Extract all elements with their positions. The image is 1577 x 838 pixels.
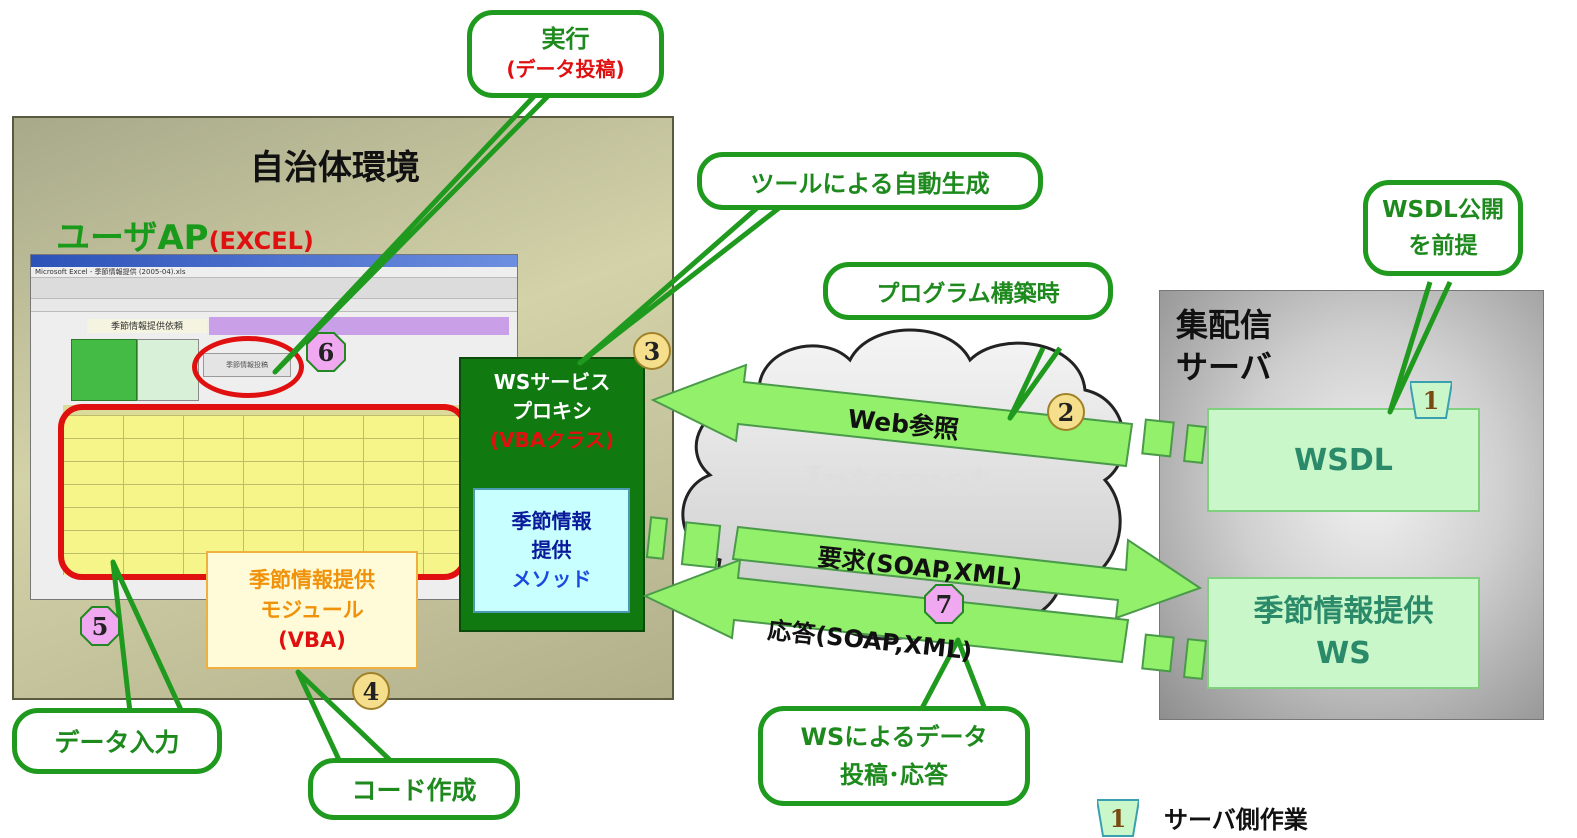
ws-post-line2: 投稿･応答	[840, 761, 948, 789]
legend-marker: 1	[1097, 798, 1139, 838]
wsdl-box: WSDL	[1207, 408, 1480, 512]
server-title-line1: 集配信	[1176, 306, 1273, 344]
program-build-callout: プログラム構築時	[823, 262, 1113, 320]
marker-3-text: 3	[643, 336, 661, 366]
wsdl-label: WSDL	[1294, 442, 1393, 478]
method-line3: メソッド	[511, 567, 592, 591]
ws-post-line1: WSによるデータ	[800, 723, 988, 751]
wsdl-pub-callout: WSDL公開 を前提	[1363, 180, 1523, 276]
marker-6: 6	[306, 332, 346, 372]
ws-box: 季節情報提供 WS	[1207, 577, 1480, 689]
execute-callout: 実行 (データ投稿)	[467, 10, 664, 98]
marker-4-text: 4	[362, 676, 380, 706]
wsdl-pub-line1: WSDL公開	[1382, 197, 1504, 223]
excel-toolbar-2	[31, 299, 517, 312]
ws-line1: 季節情報提供	[1253, 594, 1434, 629]
wsdl-pub-line2: を前提	[1408, 233, 1478, 259]
ws-post-callout: WSによるデータ 投稿･応答	[758, 706, 1030, 806]
execute-line2: (データ投稿)	[506, 57, 625, 81]
panel-title: 自治体環境	[250, 148, 420, 188]
marker-5-text: 5	[91, 611, 109, 641]
module-line1: 季節情報提供	[249, 568, 375, 592]
excel-purple-band	[209, 317, 509, 335]
excel-menu: Microsoft Excel - 季節情報提供 (2005-04).xls	[35, 268, 186, 276]
proxy-label: WSサービス プロキシ (VBAクラス)	[461, 368, 643, 455]
excel-sheet-title: 季節情報提供依頼	[87, 319, 207, 333]
excel-titlebar	[31, 255, 517, 267]
module-line2: モジュール	[260, 598, 364, 622]
marker-7: 7	[924, 584, 964, 624]
marker-1: 1	[1410, 380, 1452, 420]
marker-1-text: 1	[1422, 385, 1440, 415]
execute-line1: 実行	[541, 25, 590, 53]
response-arrow	[642, 558, 1130, 664]
proxy-line2: プロキシ	[512, 399, 592, 423]
program-build-text: プログラム構築時	[876, 281, 1060, 307]
marker-4: 4	[352, 672, 390, 710]
marker-7-text: 7	[935, 589, 953, 619]
marker-2-text: 2	[1057, 397, 1075, 427]
legend-label: サーバ側作業	[1164, 806, 1308, 834]
excel-screenshot: Microsoft Excel - 季節情報提供 (2005-04).xls 季…	[30, 254, 518, 600]
data-input-callout: データ入力	[12, 708, 222, 774]
proxy-line1: WSサービス	[493, 370, 611, 394]
module-line3: (VBA)	[278, 628, 346, 652]
user-ap-label: ユーザAP(EXCEL)	[56, 210, 314, 259]
method-line1: 季節情報	[511, 509, 592, 533]
excel-green-block	[71, 339, 137, 401]
tool-gen-callout: ツールによる自動生成	[697, 152, 1043, 210]
execute-button-highlight	[192, 336, 304, 398]
legend-marker-text: 1	[1109, 803, 1127, 833]
excel-cell-block	[137, 339, 199, 401]
marker-3: 3	[633, 332, 671, 370]
ws-line2: WS	[1316, 636, 1371, 671]
request-arrow	[731, 525, 1203, 620]
dash-connectors	[645, 418, 1208, 680]
code-create-callout: コード作成	[308, 758, 520, 820]
method-line2: 提供	[531, 538, 572, 562]
code-create-text: コード作成	[351, 776, 477, 805]
server-title: 集配信 サーバ	[1176, 304, 1272, 388]
vba-module-box: 季節情報提供 モジュール (VBA)	[206, 551, 418, 669]
data-input-text: データ入力	[54, 728, 180, 757]
server-title-line2: サーバ	[1176, 348, 1272, 386]
internet-label: Internet	[804, 458, 990, 505]
excel-toolbar	[31, 277, 517, 299]
method-box: 季節情報 提供 メソッド	[473, 488, 630, 613]
marker-2: 2	[1047, 393, 1085, 431]
user-ap-sub: (EXCEL)	[208, 227, 314, 255]
web-ref-arrow	[650, 363, 1134, 468]
excel-data-grid	[63, 415, 483, 575]
callout-pointers	[110, 90, 1453, 764]
marker-5: 5	[80, 606, 120, 646]
user-ap-text: ユーザAP	[56, 218, 209, 258]
marker-6-text: 6	[317, 337, 335, 367]
proxy-line3: (VBAクラス)	[489, 428, 615, 452]
tool-gen-text: ツールによる自動生成	[750, 169, 990, 198]
excel-grid-header	[63, 405, 483, 415]
